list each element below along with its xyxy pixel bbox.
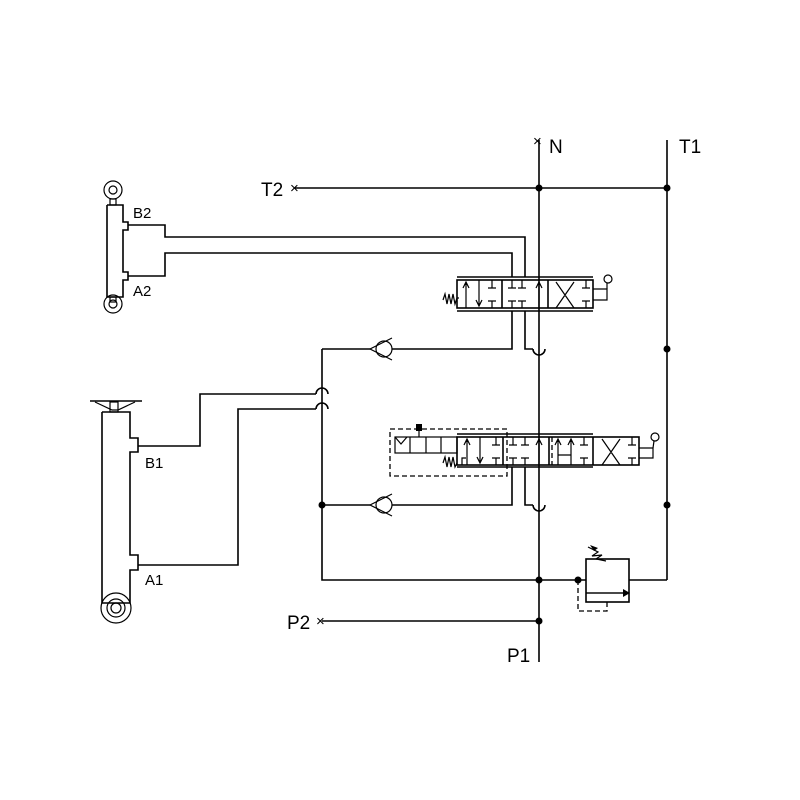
lever-knob-icon[interactable] <box>603 274 613 284</box>
pipe-a1 <box>138 408 316 566</box>
pipe-upper-valve-tank <box>524 311 533 350</box>
junction-dots <box>318 184 671 625</box>
p2-cap-mark: × <box>316 613 325 630</box>
port-label-a2: A2 <box>133 283 151 300</box>
lower-cylinder <box>90 387 329 624</box>
port-label-b1: B1 <box>145 455 163 472</box>
check-valve-lower <box>368 493 393 517</box>
t2-cap-mark: × <box>290 180 299 197</box>
pilot-drain-dashed <box>389 428 508 477</box>
port-label-t2: T2 <box>261 180 283 201</box>
adjustable-spring-icon <box>587 546 607 562</box>
line-pressure-return <box>321 349 586 581</box>
pipe-lower-valve-check <box>392 467 513 506</box>
spring-icon <box>442 291 459 307</box>
line-crossover-hops <box>315 387 329 410</box>
port-label-n: N <box>549 137 563 158</box>
pilot-marker-icon <box>416 424 422 431</box>
port-label-a1: A1 <box>145 572 163 589</box>
port-label-p2: P2 <box>287 613 310 634</box>
n-cap-mark: × <box>533 133 542 150</box>
main-lines: × × × <box>290 133 668 662</box>
lever-knob-icon[interactable] <box>650 432 660 442</box>
pipe-b2 <box>128 224 526 277</box>
upper-cylinder <box>103 180 526 314</box>
port-label-t1: T1 <box>679 137 701 158</box>
pipe-upper-valve-check <box>392 311 513 350</box>
port-label-p1: P1 <box>507 646 530 667</box>
pipe-b1 <box>138 393 316 447</box>
port-label-b2: B2 <box>133 205 151 222</box>
check-valve-upper <box>368 337 393 361</box>
spring-icon <box>442 454 458 469</box>
pipe-a2 <box>128 252 513 277</box>
pipe-lower-valve-tank <box>524 467 533 506</box>
relief-valve[interactable] <box>577 545 630 612</box>
upper-directional-valve[interactable] <box>442 274 613 312</box>
